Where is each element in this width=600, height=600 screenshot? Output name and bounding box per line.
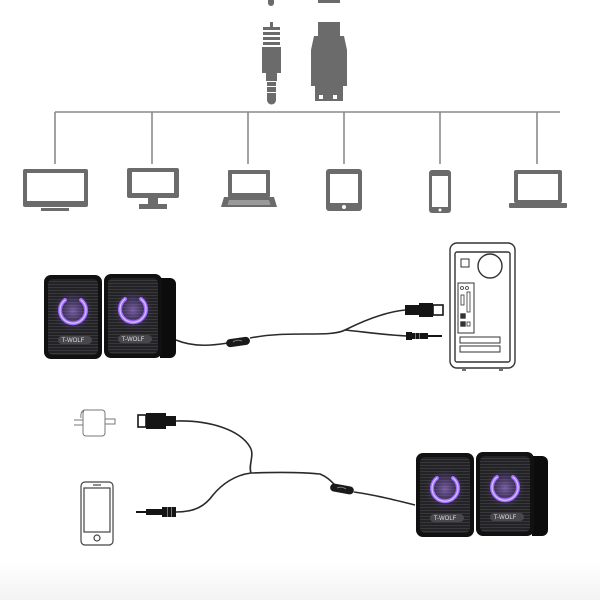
smartphone-icon [429,170,451,213]
speaker-brand-label: T-WOLF [62,338,85,344]
tablet-icon [326,169,362,211]
pc-cable [175,309,408,347]
speaker-brand-label: T-WOLF [434,516,457,522]
bottom-fade [0,562,600,600]
volume-controller-icon [330,483,354,495]
smartphone-outline-icon [80,481,114,546]
device-tree-lines [54,111,560,164]
speaker-brand-label: T-WOLF [122,337,145,343]
desktop-monitor-icon [127,168,179,209]
pc-tower-icon [449,242,516,371]
usb-power-adapter-icon [74,409,116,437]
usb-plug-icon [311,22,347,101]
partial-plug-top-icon [268,0,340,6]
usb-connector-icon [137,413,176,429]
volume-controller-icon [226,336,250,348]
speaker-brand-label: T-WOLF [494,515,517,521]
audio-connector-icon [406,332,442,340]
speaker-pair-pc: T-WOLF T-WOLF [42,272,176,361]
notebook-icon [509,170,567,208]
phone-cable [175,420,416,513]
speaker-pair-phone: T-WOLF T-WOLF [414,450,548,539]
usb-connector-icon [405,303,444,317]
laptop-icon [221,170,277,207]
tv-icon [23,169,88,211]
audio-connector-icon [136,507,176,517]
audio-jack-plug-icon [262,22,281,105]
